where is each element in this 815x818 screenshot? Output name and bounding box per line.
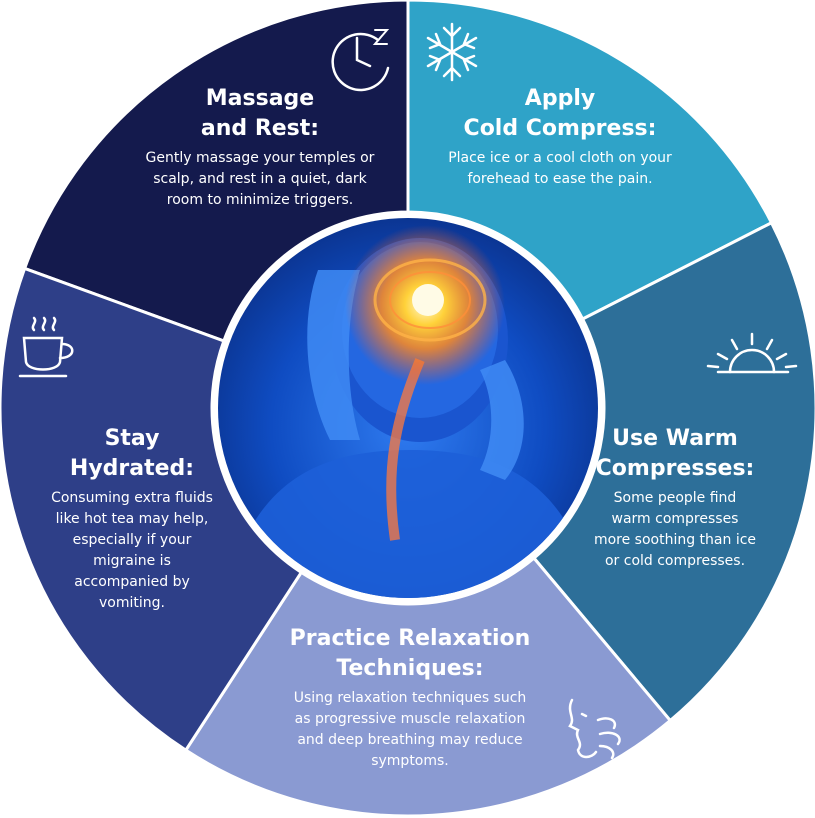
- hydrate-description: Consuming extra fluids like hot tea may h…: [22, 488, 242, 614]
- relax-desc-line: as progressive muscle relaxation: [294, 711, 526, 727]
- massage-description: Gently massage your temples or scalp, and…: [115, 148, 405, 211]
- hydrate-desc-line: Consuming extra fluids: [51, 490, 213, 506]
- cold-description: Place ice or a cool cloth on your forehea…: [410, 148, 710, 190]
- hydrate-desc-line: like hot tea may help,: [55, 511, 209, 527]
- warm-desc-line: Some people find: [613, 490, 737, 506]
- hydrate-desc-line: especially if your: [72, 532, 192, 548]
- massage-title: Massage and Rest:: [115, 84, 405, 144]
- hydrate-title-line: Hydrated:: [69, 456, 195, 481]
- relax-desc-line: Using relaxation techniques such: [293, 690, 527, 706]
- warm-description: Some people find warm compresses more soot…: [565, 488, 785, 572]
- breathing-face-icon: [568, 698, 621, 760]
- relax-title-line: Practice Relaxation: [289, 626, 531, 651]
- hydrate-desc-line: accompanied by: [74, 574, 190, 590]
- massage-desc-line: room to minimize triggers.: [166, 192, 354, 208]
- massage-desc-line: Gently massage your temples or: [145, 150, 375, 166]
- massage-desc-line: scalp, and rest in a quiet, dark: [153, 171, 367, 187]
- hydrate-desc-line: vomiting.: [99, 595, 165, 611]
- headache-brain-illustration: [212, 212, 604, 604]
- massage-title-line: and Rest:: [200, 116, 320, 141]
- snowflake-icon: [426, 22, 478, 82]
- relax-description: Using relaxation techniques such as progr…: [255, 688, 565, 772]
- massage-title-line: Massage: [205, 86, 315, 111]
- hot-cup-icon: [18, 316, 74, 378]
- hydrate-desc-line: migraine is: [93, 553, 171, 569]
- clock-sleep-icon: [331, 29, 390, 92]
- cold-desc-line: Place ice or a cool cloth on your: [448, 150, 672, 166]
- sunrise-icon: [706, 332, 798, 374]
- cold-desc-line: forehead to ease the pain.: [467, 171, 653, 187]
- warm-desc-line: or cold compresses.: [604, 553, 746, 569]
- relax-title-line: Techniques:: [336, 656, 484, 681]
- massage-rest-section: Massage and Rest: Gently massage your tem…: [115, 84, 405, 211]
- warm-title-line: Use Warm: [612, 426, 738, 451]
- warm-title-line: Compresses:: [595, 456, 755, 481]
- relax-desc-line: and deep breathing may reduce: [297, 732, 523, 748]
- relax-desc-line: symptoms.: [371, 753, 449, 769]
- cold-title-line: Cold Compress:: [463, 116, 657, 141]
- warm-desc-line: more soothing than ice: [593, 532, 757, 548]
- warm-desc-line: warm compresses: [611, 511, 739, 527]
- cold-title-line: Apply: [524, 86, 596, 111]
- hydrate-title-line: Stay: [104, 426, 160, 451]
